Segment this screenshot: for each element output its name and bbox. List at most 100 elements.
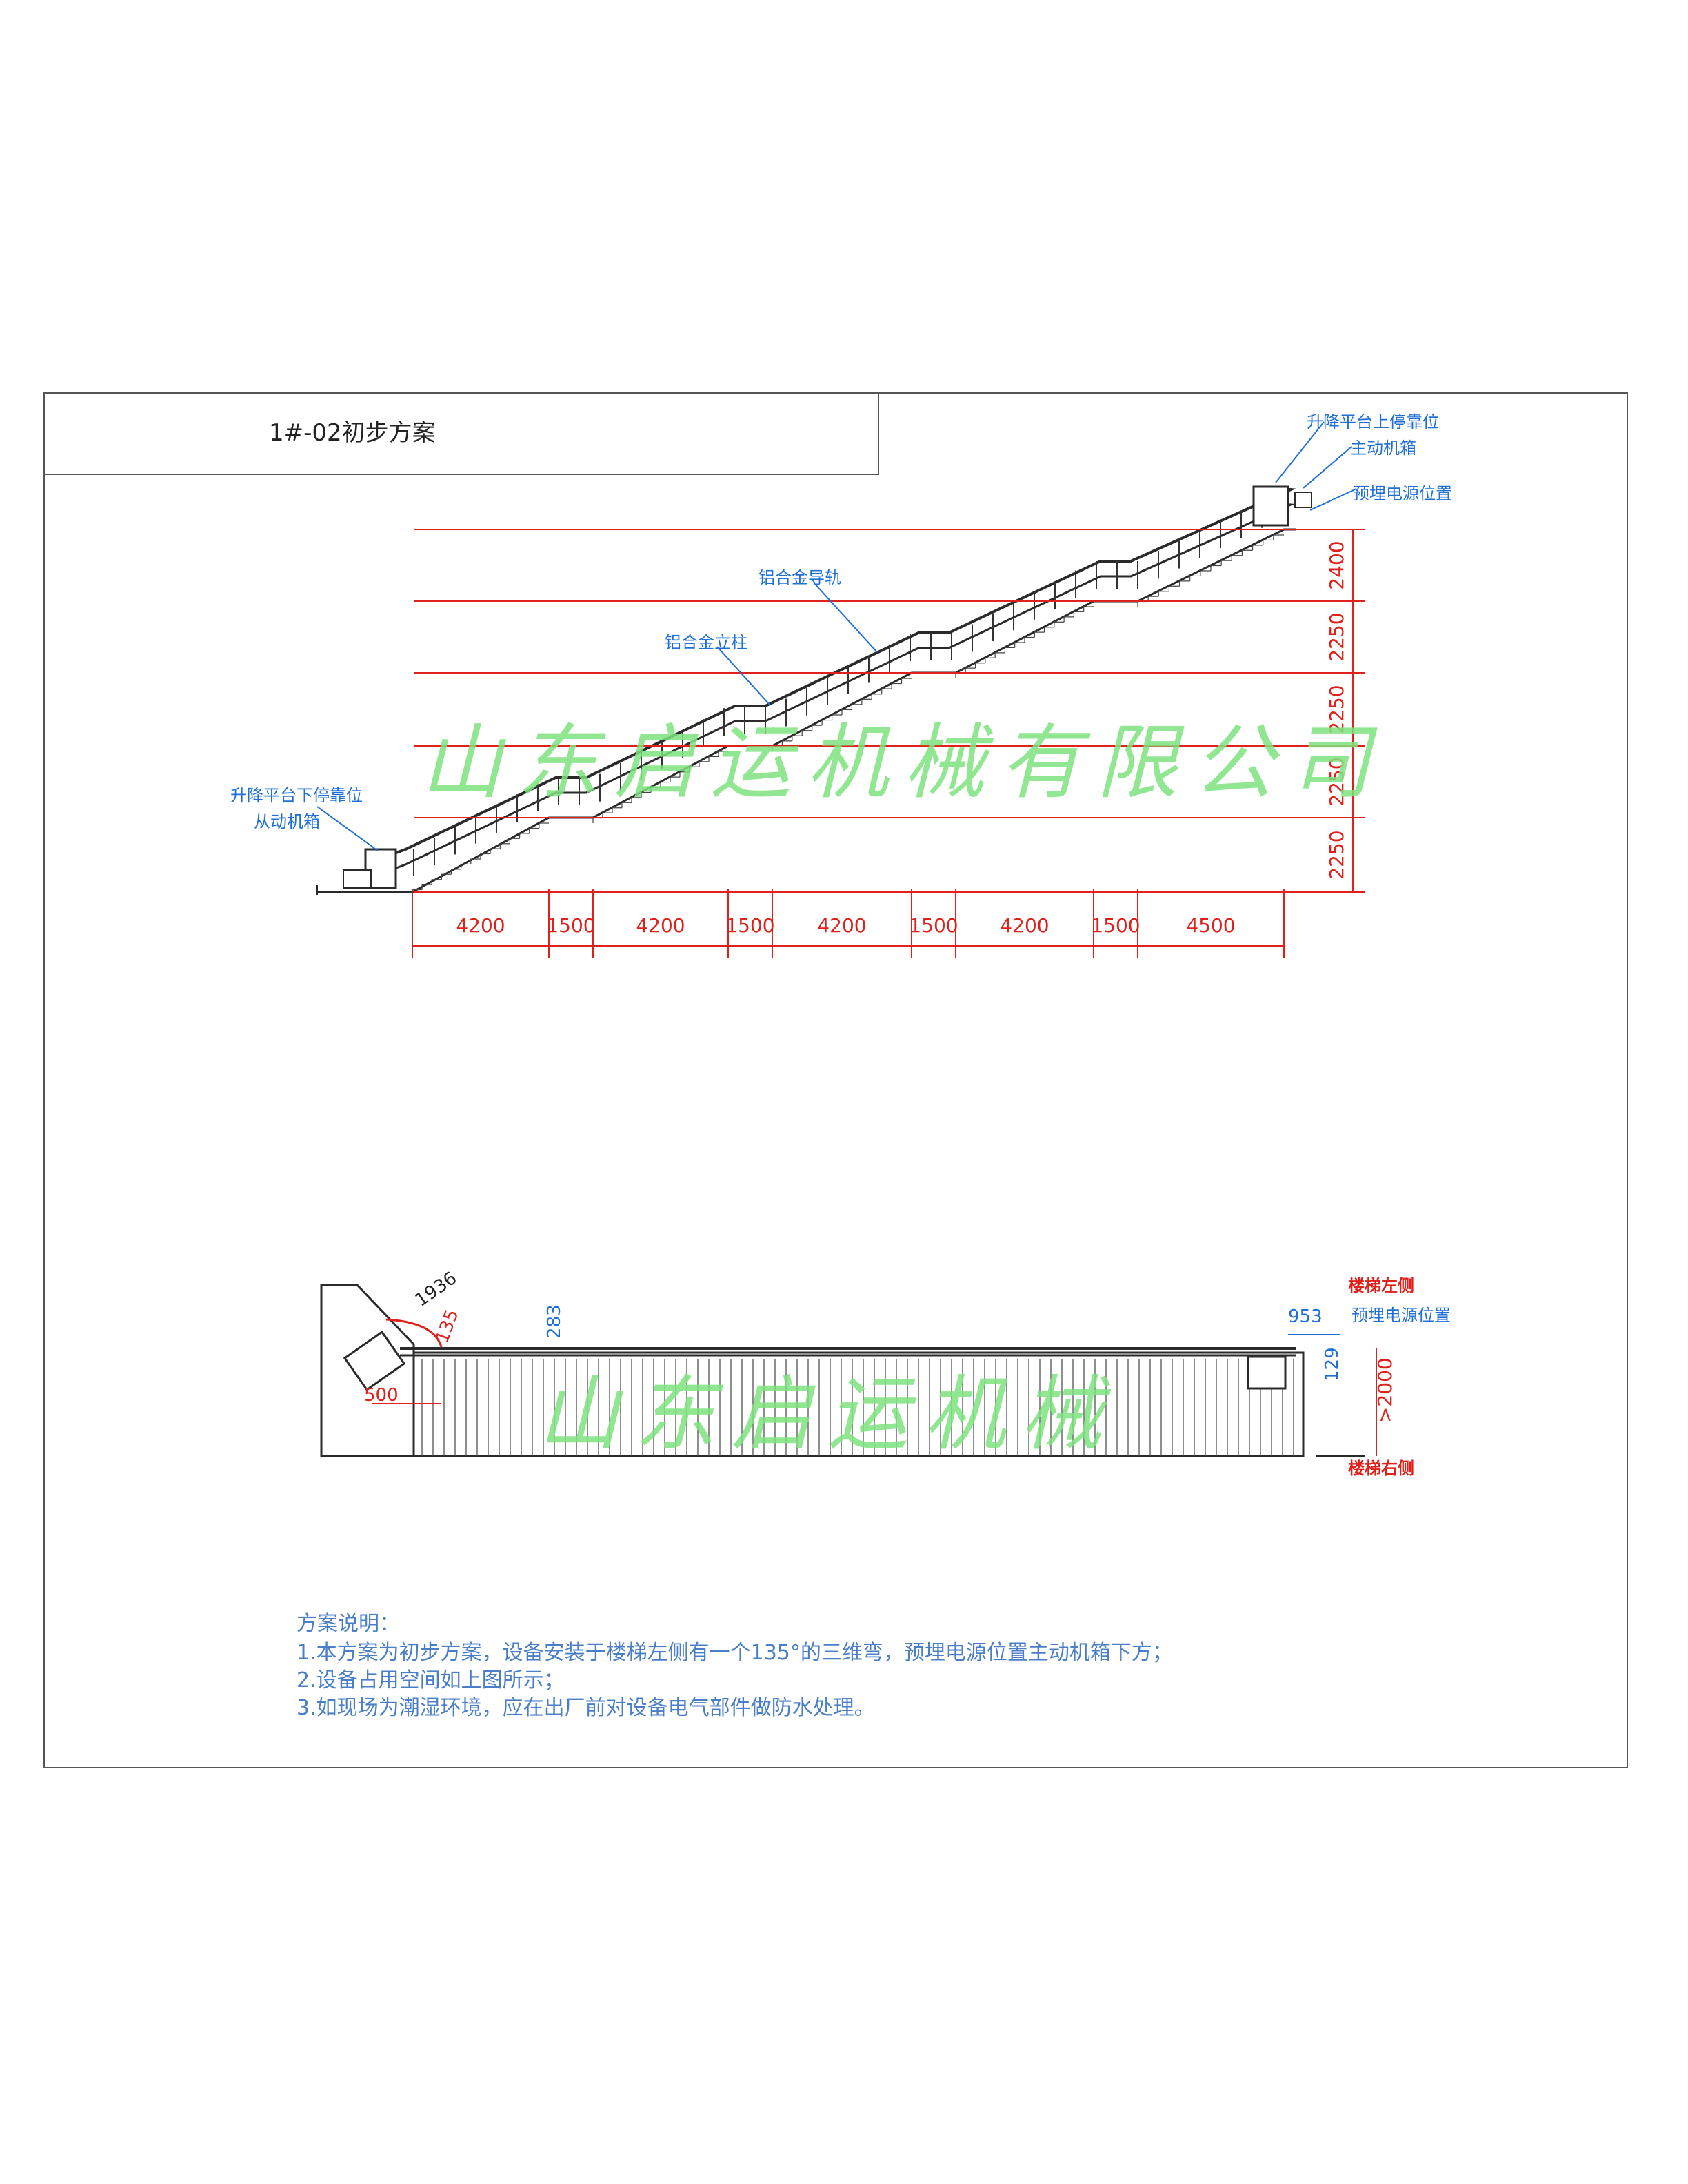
label-power-top: 预埋电源位置 (1353, 484, 1452, 503)
stair-step (519, 833, 530, 839)
stair-step (431, 879, 442, 885)
dim-1936: 1936 (412, 1268, 461, 1311)
stair-step (801, 730, 812, 736)
stair-step (891, 682, 902, 689)
stair-step (1178, 580, 1190, 587)
stair-step (1137, 600, 1149, 607)
stair-step (1024, 636, 1035, 643)
stair-step (602, 812, 612, 818)
stair-step (1168, 585, 1180, 592)
stair-step (539, 822, 549, 829)
stair-step (994, 652, 1005, 658)
label-stair-left: 楼梯左侧 (1348, 1276, 1414, 1295)
stair-step (1054, 621, 1065, 627)
stair-step (1210, 565, 1222, 571)
dim-v-label: 2250 (1325, 757, 1348, 806)
stair-step (1014, 642, 1025, 648)
label-lower-stop: 升降平台下停靠位 (230, 786, 363, 805)
stair-step (641, 791, 651, 798)
dim-h-label: 1500 (546, 914, 595, 937)
dim-283: 283 (544, 1304, 565, 1339)
stair-step (851, 704, 862, 710)
stair-step (718, 751, 728, 757)
stair-step (1231, 555, 1243, 561)
stair-step (841, 709, 852, 715)
stair-step (1189, 575, 1200, 581)
stair-step (1241, 549, 1253, 556)
stair-step (1252, 545, 1263, 551)
stair-step (1200, 570, 1211, 576)
stair-step (1220, 560, 1232, 566)
leader-line (1303, 446, 1352, 489)
dim-h-label: 4200 (636, 914, 685, 937)
stair-step (792, 735, 803, 741)
stair-step (612, 807, 622, 813)
stair-step (592, 817, 603, 823)
stair-step (965, 667, 976, 674)
label-stair-right: 楼梯右侧 (1348, 1459, 1414, 1478)
dim-v-label: 2250 (1325, 612, 1348, 661)
stair-step (529, 827, 539, 833)
stair-step (1073, 611, 1084, 617)
elevation-view (316, 485, 1312, 895)
leader-lines (316, 421, 1356, 851)
stair-step (955, 672, 966, 678)
dim-h-label: 1500 (1091, 914, 1140, 937)
dim-h-label: 1500 (725, 914, 774, 937)
stair-step (621, 802, 632, 808)
dim-h-label: 4200 (1000, 914, 1049, 937)
stair-step (699, 761, 709, 767)
stair-step (689, 766, 699, 772)
stair-step (1263, 539, 1274, 545)
stair-step (480, 853, 491, 859)
label-main-box: 主动机箱 (1350, 438, 1416, 458)
stair-step (1158, 591, 1169, 597)
stair-step (1147, 596, 1159, 602)
drawing-title: 1#-02初步方案 (269, 419, 436, 447)
stair-step (679, 771, 690, 778)
label-post: 铝合金立柱 (665, 633, 747, 652)
stair-step (509, 838, 520, 844)
notes-heading: 方案说明： (297, 1612, 400, 1636)
note-item-1: 1.本方案为初步方案，设备安装于楼梯左侧有一个135°的三维弯，预埋电源位置主动… (297, 1641, 1173, 1665)
stair-step (974, 663, 985, 669)
dim-h-label: 4500 (1186, 914, 1235, 937)
stair-step (881, 688, 892, 694)
dim-v-label: 2250 (1325, 685, 1348, 734)
stair-step (861, 698, 872, 705)
label-power-plan: 预埋电源位置 (1352, 1306, 1451, 1325)
dim-h-label: 4200 (817, 914, 866, 937)
stair-step (708, 756, 719, 762)
sheet-border (43, 392, 1628, 1768)
stair-step (985, 657, 996, 663)
leader-line (716, 646, 770, 705)
stair-step (1043, 627, 1054, 633)
stair-step (461, 863, 471, 869)
stair-step (821, 719, 832, 726)
stair-step (450, 869, 461, 875)
stair-step (499, 843, 510, 849)
dim-v-label: 2250 (1325, 830, 1348, 879)
leader-line (1275, 421, 1325, 483)
plan-arc-135 (385, 1318, 443, 1348)
stair-step (650, 787, 661, 793)
stair-step (1034, 631, 1045, 638)
watermark-top: 山东启运机械有限公司 (421, 715, 1387, 810)
dim-v-label: 2400 (1325, 540, 1348, 589)
stair-step (1063, 616, 1074, 623)
plan-slave-box (343, 1331, 406, 1391)
dim-953: 953 (1288, 1306, 1323, 1327)
label-rail: 铝合金导轨 (758, 568, 841, 587)
stair-step (670, 776, 680, 782)
stair-step (441, 873, 452, 880)
watermark-bottom: 山东启运机械 (538, 1366, 1118, 1462)
main-box (1252, 485, 1289, 527)
leader-line (813, 582, 878, 653)
stair-step (1273, 534, 1284, 540)
stair-step (831, 714, 842, 720)
leader-line (316, 806, 379, 851)
